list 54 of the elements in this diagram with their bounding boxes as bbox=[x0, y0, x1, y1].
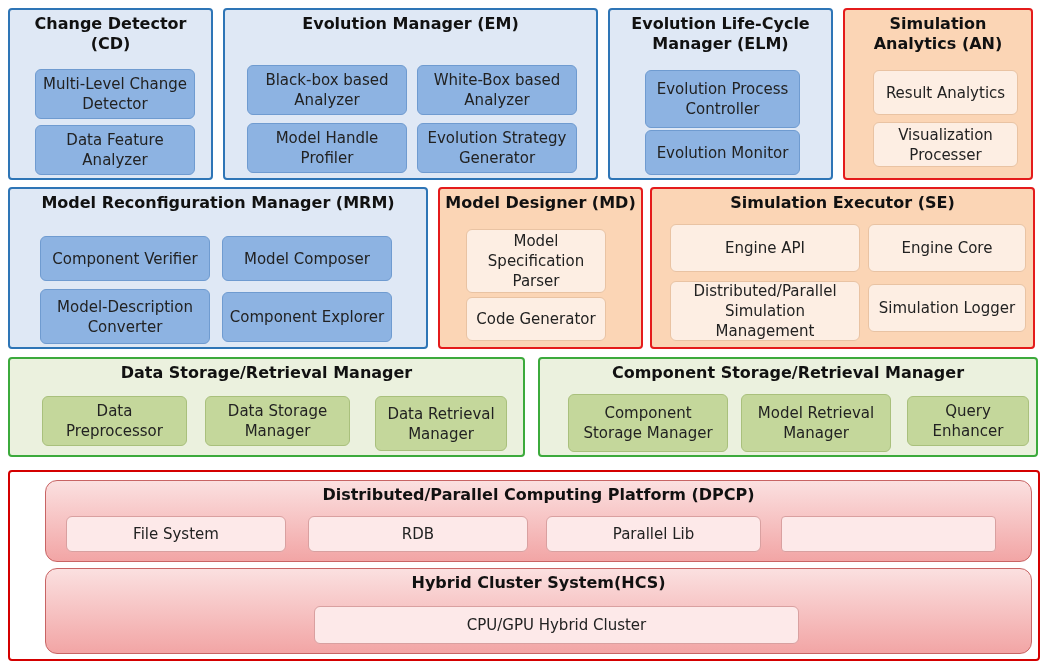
component-box: Data Retrieval Manager bbox=[375, 396, 507, 451]
component-box: Evolution Monitor bbox=[645, 130, 800, 175]
module-panel bbox=[8, 357, 525, 457]
component-box: Evolution Strategy Generator bbox=[417, 123, 577, 173]
component-box: Model Handle Profiler bbox=[247, 123, 407, 173]
empty-box bbox=[781, 516, 996, 552]
component-box: Data Storage Manager bbox=[205, 396, 350, 446]
component-box: Engine API bbox=[670, 224, 860, 272]
component-box: White-Box based Analyzer bbox=[417, 65, 577, 115]
component-box: Evolution Process Controller bbox=[645, 70, 800, 128]
group-title: Change Detector (CD) bbox=[33, 14, 188, 54]
component-box: Simulation Logger bbox=[868, 284, 1026, 332]
component-box: Data Feature Analyzer bbox=[35, 125, 195, 175]
module-panel bbox=[538, 357, 1038, 457]
module-panel bbox=[8, 187, 428, 349]
component-box: Component Explorer bbox=[222, 292, 392, 342]
group-title: Evolution Manager (EM) bbox=[301, 14, 520, 34]
component-box: Model Specification Parser bbox=[466, 229, 606, 293]
group-title: Simulation Executor (SE) bbox=[729, 193, 956, 213]
module-panel bbox=[45, 568, 1032, 654]
module-panel bbox=[843, 8, 1033, 180]
group-title: Evolution Life-Cycle Manager (ELM) bbox=[630, 14, 811, 54]
module-panel bbox=[45, 480, 1032, 562]
layer-panel bbox=[8, 470, 1040, 661]
group-title: Component Storage/Retrieval Manager bbox=[610, 363, 966, 383]
group-title: Model Designer (MD) bbox=[444, 193, 637, 213]
component-box: Multi-Level Change Detector bbox=[35, 69, 195, 119]
component-box: File System bbox=[66, 516, 286, 552]
component-box: Model Composer bbox=[222, 236, 392, 281]
component-box: Black-box based Analyzer bbox=[247, 65, 407, 115]
component-box: Distributed/Parallel Simulation Management bbox=[670, 281, 860, 341]
module-panel bbox=[608, 8, 833, 180]
component-box: Visualization Processer bbox=[873, 122, 1018, 167]
module-panel bbox=[438, 187, 643, 349]
component-box: Engine Core bbox=[868, 224, 1026, 272]
component-box: Result Analytics bbox=[873, 70, 1018, 115]
component-box: Parallel Lib bbox=[546, 516, 761, 552]
group-title: Simulation Analytics (AN) bbox=[872, 14, 1004, 54]
component-box: CPU/GPU Hybrid Cluster bbox=[314, 606, 799, 644]
group-title: Hybrid Cluster System(HCS) bbox=[410, 573, 667, 593]
component-box: Code Generator bbox=[466, 297, 606, 341]
component-box: Model Retrieval Manager bbox=[741, 394, 891, 452]
module-panel bbox=[650, 187, 1035, 349]
group-title: Data Storage/Retrieval Manager bbox=[119, 363, 414, 383]
module-panel bbox=[8, 8, 213, 180]
component-box: Component Storage Manager bbox=[568, 394, 728, 452]
component-box: Data Preprocessor bbox=[42, 396, 187, 446]
component-box: RDB bbox=[308, 516, 528, 552]
component-box: Query Enhancer bbox=[907, 396, 1029, 446]
module-panel bbox=[223, 8, 598, 180]
group-title: Model Reconfiguration Manager (MRM) bbox=[40, 193, 396, 213]
group-title: Distributed/Parallel Computing Platform (DPCP) bbox=[321, 485, 756, 505]
component-box: Component Verifier bbox=[40, 236, 210, 281]
component-box: Model-Description Converter bbox=[40, 289, 210, 344]
